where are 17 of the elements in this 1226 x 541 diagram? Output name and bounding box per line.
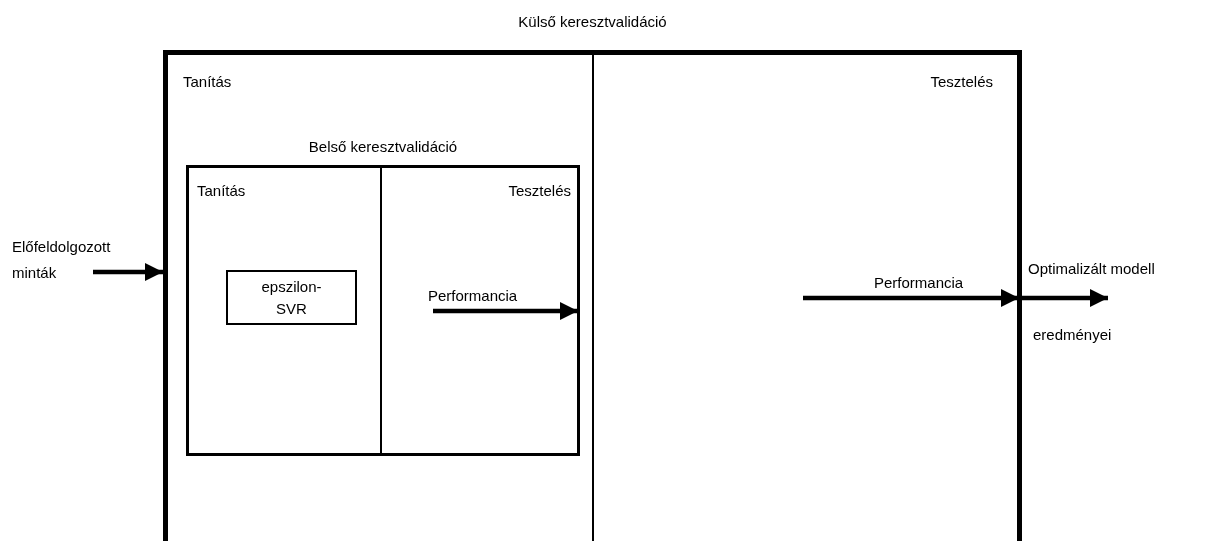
section-heading: Külső keresztvalidáció <box>517 12 668 32</box>
edge-label: Performancia <box>428 286 518 306</box>
section-heading: Tesztelés <box>930 72 993 92</box>
input-label: Előfeldolgozott minták <box>12 237 112 283</box>
arrow <box>433 302 578 320</box>
section-heading: Tanítás <box>197 181 246 201</box>
section-heading: Belső keresztvalidáció <box>307 137 459 157</box>
edge-label: Performancia <box>874 273 964 293</box>
arrow <box>1022 289 1108 307</box>
section-heading: Tanítás <box>183 72 232 92</box>
section-heading: Tesztelés <box>508 181 571 201</box>
text-label: eredményei <box>1033 325 1112 345</box>
edge-label: Optimalizált modell <box>1028 259 1155 279</box>
process-box <box>226 270 357 325</box>
arrow <box>803 289 1019 307</box>
box-label: epszilon-SVR <box>260 276 323 319</box>
arrow <box>93 263 163 281</box>
